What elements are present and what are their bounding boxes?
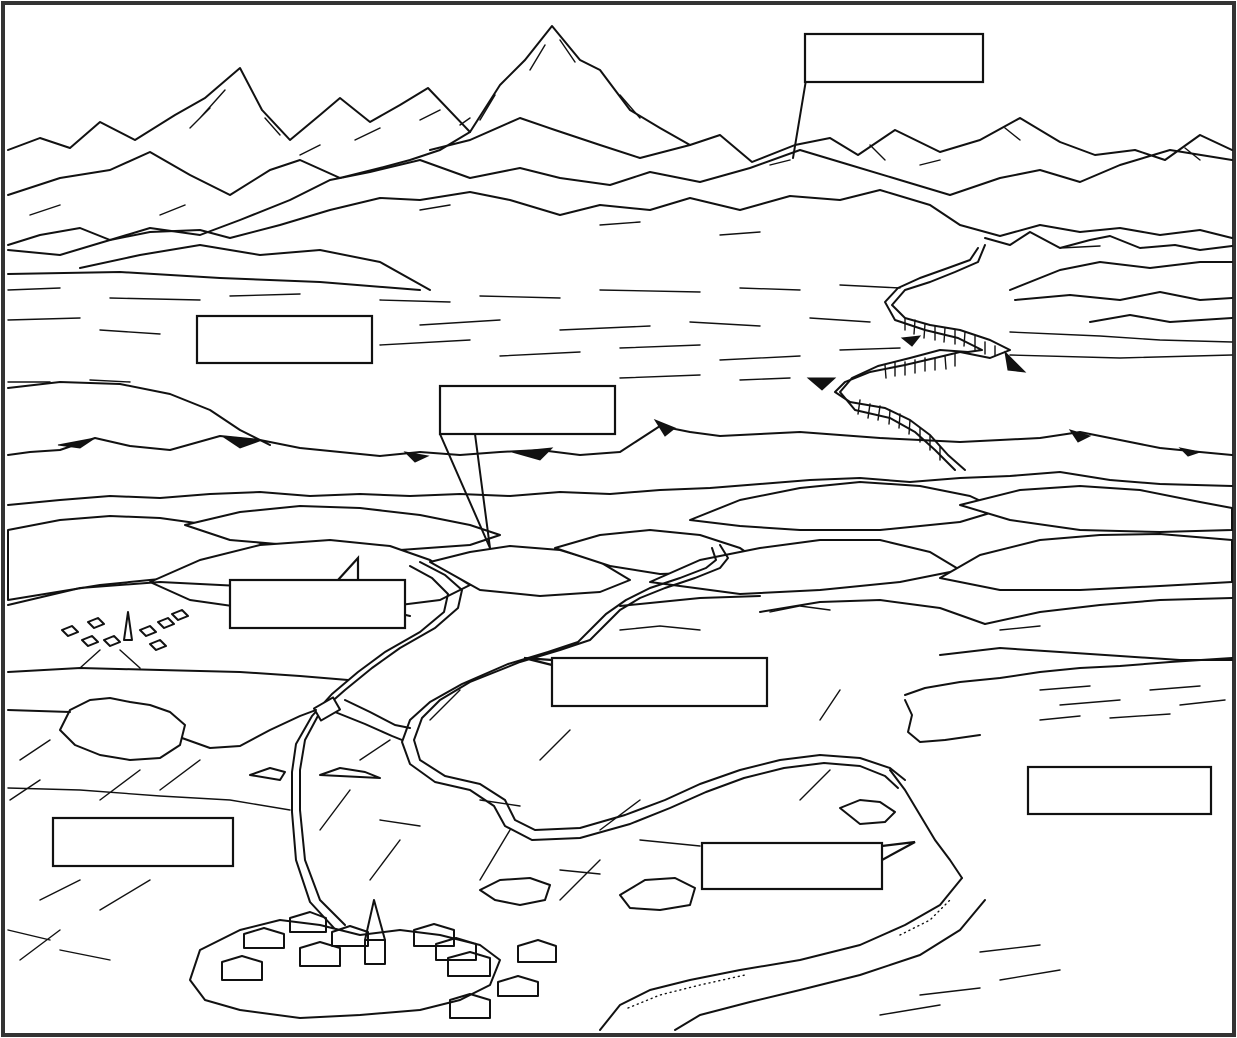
label-tail	[524, 658, 552, 665]
label-river-meander[interactable]	[524, 658, 767, 706]
town	[190, 900, 556, 1018]
label-box[interactable]	[230, 580, 405, 628]
mountain-range	[8, 26, 1232, 322]
label-pointers	[440, 80, 806, 548]
label-box[interactable]	[1028, 767, 1211, 814]
label-sea[interactable]	[1028, 767, 1211, 814]
label-boxes	[53, 34, 1211, 889]
plateau-surface	[8, 285, 1232, 445]
label-box[interactable]	[197, 316, 372, 363]
label-box[interactable]	[53, 818, 233, 866]
label-plain-left[interactable]	[53, 818, 233, 866]
label-box[interactable]	[552, 658, 767, 706]
label-valley-floor[interactable]	[702, 842, 915, 889]
canyon	[808, 245, 1025, 470]
label-escarpment-cliff[interactable]	[440, 386, 615, 434]
rolling-hills	[8, 482, 1232, 680]
coast-and-sea	[600, 658, 1232, 1030]
label-box[interactable]	[440, 386, 615, 434]
label-box[interactable]	[702, 843, 882, 889]
label-mountain-peak[interactable]	[805, 34, 983, 82]
label-box[interactable]	[805, 34, 983, 82]
label-high-plateau[interactable]	[197, 316, 372, 363]
label-tail	[882, 842, 915, 860]
village-left	[62, 610, 188, 668]
